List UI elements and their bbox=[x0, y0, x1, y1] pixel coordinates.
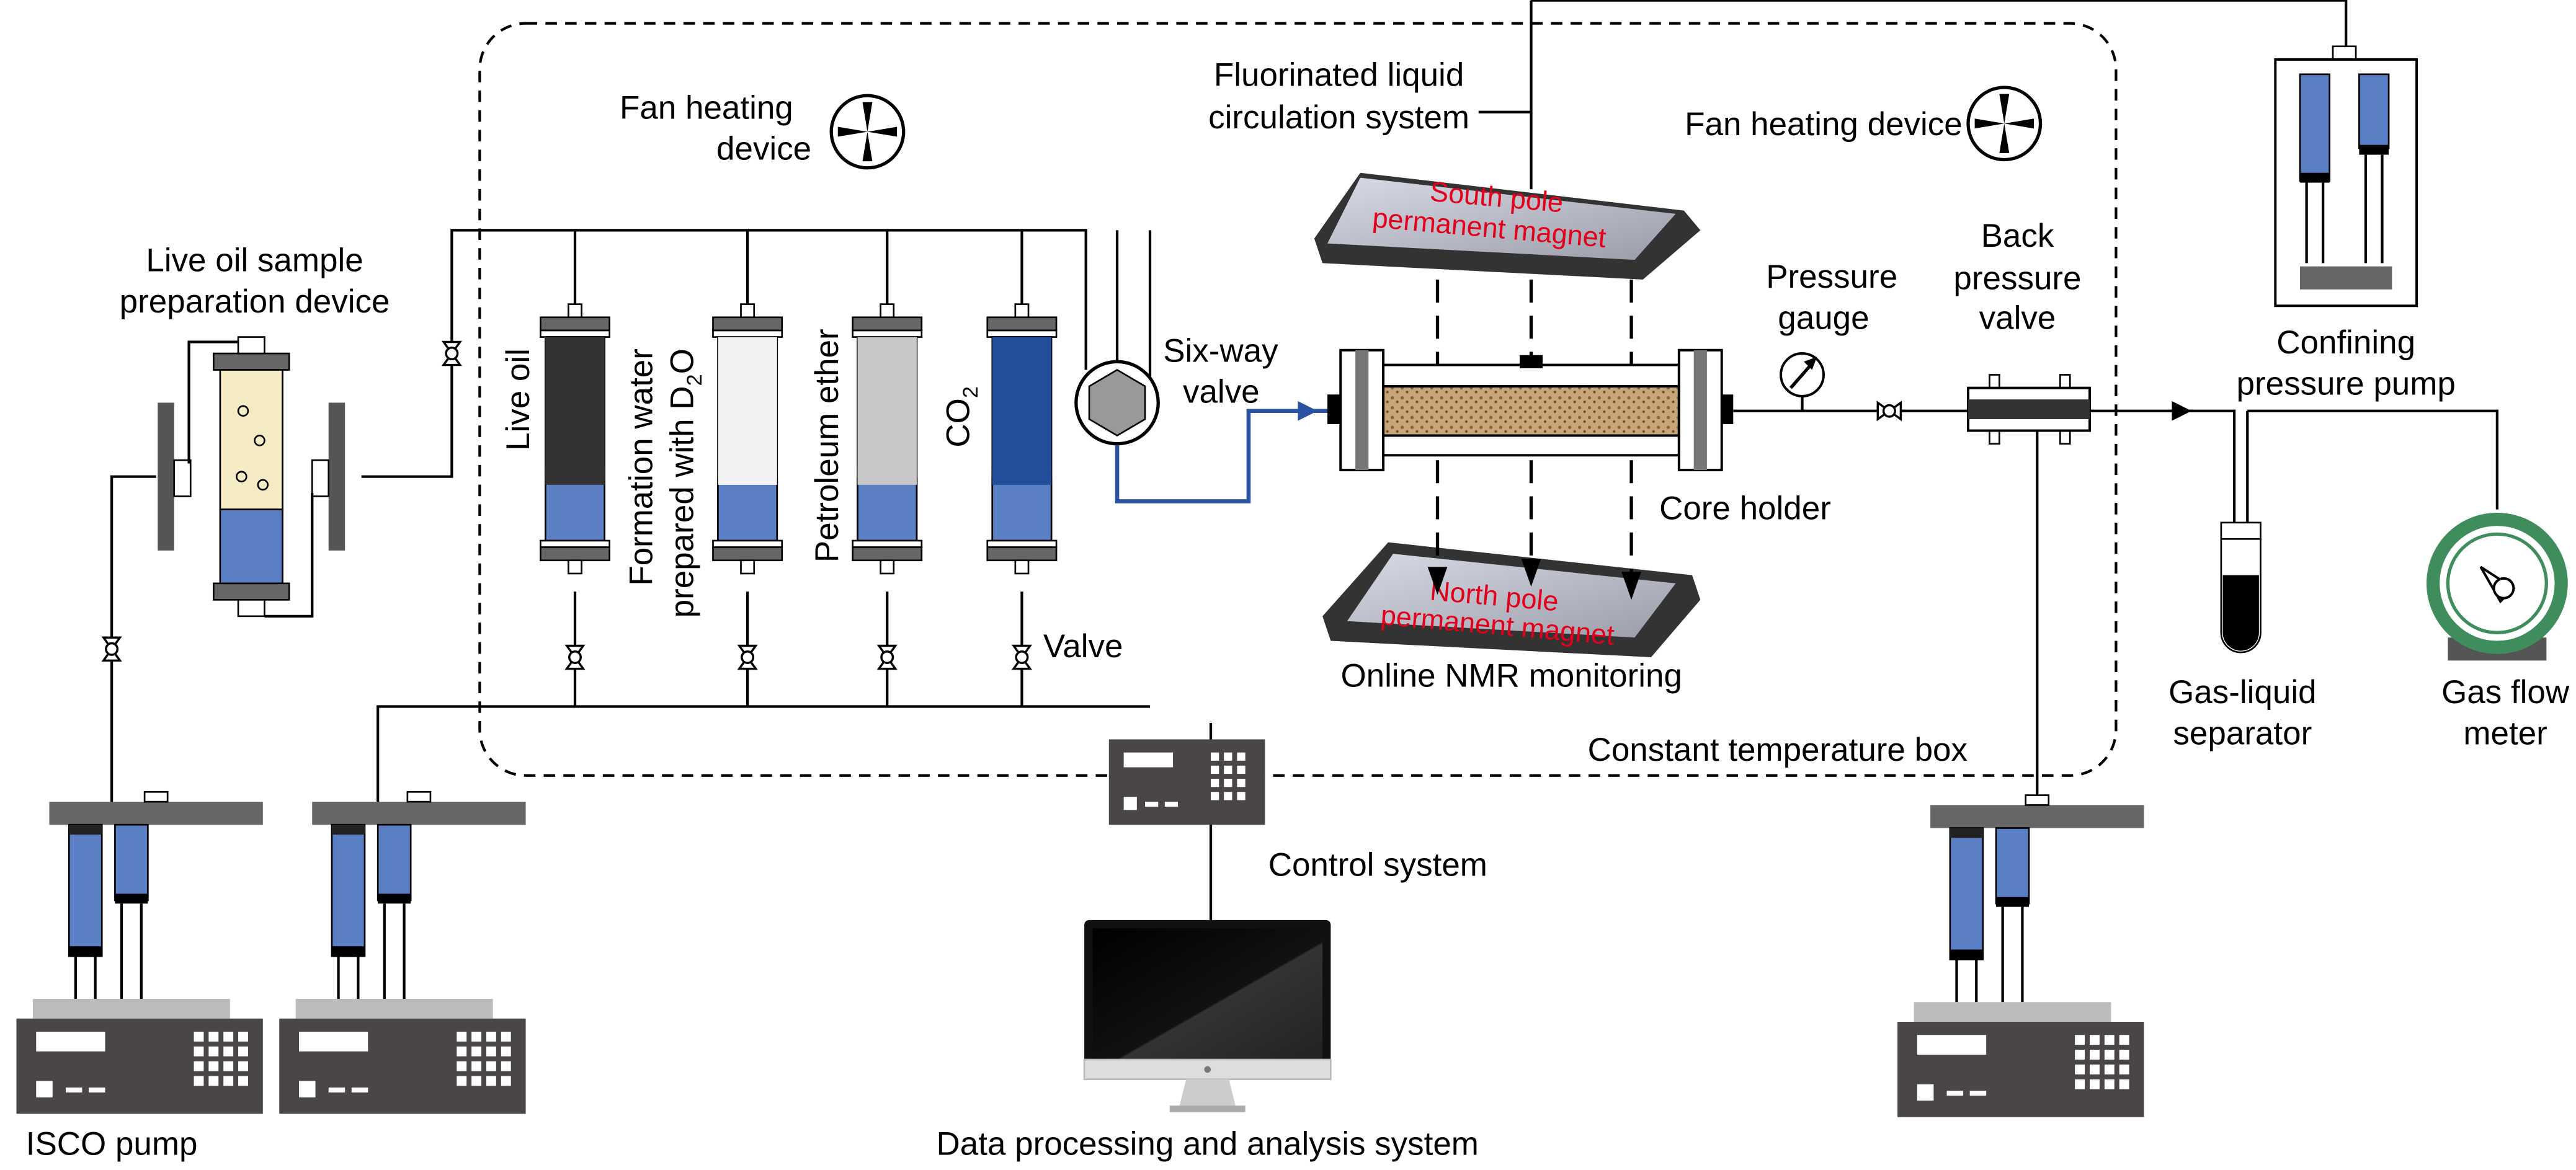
valve-icon[interactable] bbox=[1012, 644, 1032, 670]
flow-meter-label-2: meter bbox=[2463, 715, 2547, 751]
flow-meter-icon bbox=[2426, 512, 2568, 661]
flow-meter-label: Gas flow bbox=[2441, 674, 2570, 711]
flow-arrow bbox=[1298, 401, 1318, 421]
pressure-gauge-label-2: gauge bbox=[1778, 299, 1869, 336]
confining-pump-label-2: pressure pump bbox=[2237, 365, 2456, 402]
pressure-gauge-icon bbox=[1780, 352, 1825, 397]
north-pole-magnet bbox=[1322, 542, 1701, 658]
live-oil-prep-label-2: preparation device bbox=[120, 283, 390, 320]
separator-label-2: separator bbox=[2173, 715, 2312, 751]
live-oil-label: Live oil bbox=[500, 348, 537, 451]
confining-pump-label: Confining bbox=[2276, 324, 2415, 361]
valve-icon[interactable] bbox=[566, 644, 584, 670]
back-pressure-label-3: valve bbox=[1979, 299, 2056, 336]
pressure-gauge-label: Pressure bbox=[1766, 259, 1897, 295]
six-way-valve-label: Six-way bbox=[1163, 332, 1278, 369]
online-nmr-label: Online NMR monitoring bbox=[1340, 658, 1682, 694]
valve-icon[interactable] bbox=[878, 644, 897, 670]
live-oil-prep-label: Live oil sample bbox=[146, 242, 363, 279]
fan-heating-label: Fan heating bbox=[620, 89, 793, 126]
cylinder-co2 bbox=[986, 303, 1058, 575]
data-processing-label: Data processing and analysis system bbox=[937, 1126, 1479, 1163]
cylinder-petroleum-ether bbox=[852, 303, 923, 575]
constant-temp-box-label: Constant temperature box bbox=[1588, 732, 1968, 768]
gas-liquid-separator bbox=[2220, 521, 2262, 654]
co2-label: CO2 bbox=[940, 386, 983, 448]
flow-arrow-right bbox=[2172, 401, 2192, 421]
back-pressure-valve bbox=[1967, 374, 2092, 445]
formation-water-label-2: prepared with D2O bbox=[664, 348, 706, 618]
south-pole-magnet bbox=[1314, 172, 1701, 280]
valve-icon[interactable] bbox=[738, 644, 757, 670]
control-system-label: Control system bbox=[1268, 846, 1487, 883]
pump-icon bbox=[279, 792, 525, 1114]
valve-icon[interactable] bbox=[442, 340, 461, 366]
six-way-valve-icon[interactable] bbox=[1074, 360, 1160, 446]
core-holder-label: Core holder bbox=[1659, 490, 1831, 527]
cylinder-live-oil bbox=[540, 303, 610, 575]
valve-icon[interactable] bbox=[1876, 401, 1902, 420]
isco-pump-label: ISCO pump bbox=[26, 1126, 198, 1163]
valve-label: Valve bbox=[1043, 628, 1123, 665]
confining-pressure-pump bbox=[2274, 45, 2418, 308]
petroleum-ether-label: Petroleum ether bbox=[809, 329, 845, 562]
fan-heating-label-2: device bbox=[716, 131, 811, 167]
monitor-icon bbox=[1083, 920, 1332, 1112]
back-pressure-label-2: pressure bbox=[1953, 260, 2081, 297]
six-way-valve-label-2: valve bbox=[1183, 374, 1260, 410]
cylinder-formation-water bbox=[712, 303, 783, 575]
fan-heating-right-label: Fan heating device bbox=[1685, 106, 1963, 143]
fan-icon bbox=[831, 95, 904, 168]
fluorinated-label: Fluorinated liquid bbox=[1214, 56, 1464, 93]
constant-temperature-box bbox=[478, 22, 2118, 777]
control-system[interactable] bbox=[1108, 739, 1265, 825]
back-pressure-label: Back bbox=[1981, 218, 2054, 254]
pump-icon bbox=[1897, 796, 2144, 1117]
live-oil-prep-device bbox=[158, 336, 345, 618]
separator-label: Gas-liquid bbox=[2168, 674, 2316, 711]
valve-icon[interactable] bbox=[102, 636, 122, 662]
six-way-outlet-line bbox=[1115, 409, 1331, 503]
pump-icon bbox=[16, 792, 262, 1114]
core-holder bbox=[1327, 348, 1734, 472]
fan-icon bbox=[1968, 87, 2041, 160]
formation-water-label: Formation water bbox=[623, 348, 659, 586]
fluorinated-label-2: circulation system bbox=[1208, 99, 1469, 136]
piping bbox=[110, 0, 2498, 920]
